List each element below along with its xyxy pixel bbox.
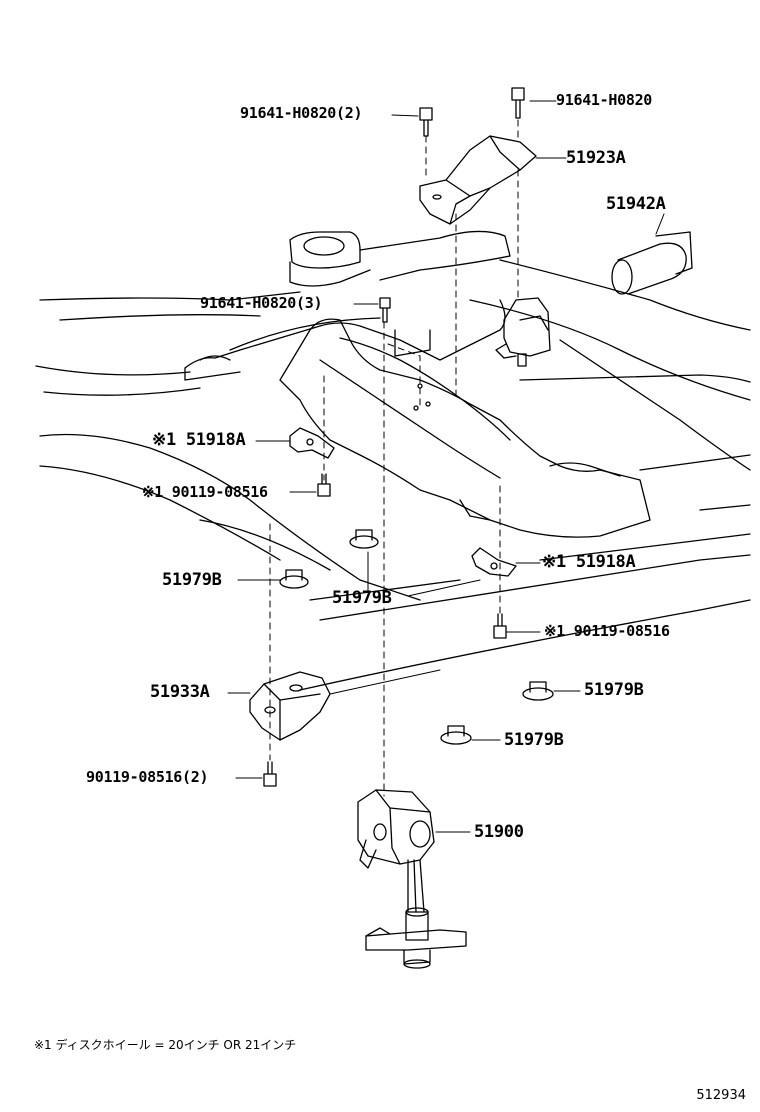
footnote: ※1 ディスクホイール = 20インチ OR 21インチ — [34, 1038, 297, 1052]
part-label-91641-h0820-2: 91641-H0820(2) — [240, 104, 363, 122]
part-label-90119-08516-right: ※1 90119-08516 — [544, 622, 670, 640]
part-label-91641-h0820-top: 91641-H0820 — [556, 91, 653, 109]
part-label-51900: 51900 — [474, 822, 524, 842]
figure-code: 512934 — [696, 1088, 746, 1103]
bracket-51923a — [419, 135, 537, 225]
part-label-51918a-left: ※1 51918A — [152, 430, 246, 450]
grommet-51979b-a — [279, 569, 309, 589]
part-label-51923a: 51923A — [566, 148, 626, 168]
part-label-51979b-a: 51979B — [162, 570, 222, 590]
mount-51933a — [249, 671, 331, 741]
part-label-90119-08516-2: 90119-08516(2) — [86, 768, 209, 786]
part-label-51979b-b: 51979B — [332, 588, 392, 608]
part-label-91641-h0820-3: 91641-H0820(3) — [200, 294, 323, 312]
bracket-51918a-right — [471, 547, 517, 577]
part-label-51933a: 51933A — [150, 682, 210, 702]
grommet-51979b-c — [522, 681, 554, 701]
hanger-bracket-right — [495, 297, 551, 359]
spare-tire-carrier-51900 — [357, 789, 467, 969]
part-label-51979b-d: 51979B — [504, 730, 564, 750]
part-label-90119-08516-left: ※1 90119-08516 — [142, 483, 268, 501]
pipe-51942a — [611, 231, 693, 295]
crossmember — [184, 230, 651, 538]
assembly-dashed-lines — [269, 119, 519, 797]
vehicle-frame-outline — [35, 259, 751, 691]
part-label-51918a-right: ※1 51918A — [542, 552, 636, 572]
grommet-51979b-d — [440, 725, 472, 745]
grommet-51979b-b — [349, 529, 379, 549]
part-label-51942a: 51942A — [606, 194, 666, 214]
leader-lines — [227, 100, 665, 833]
bolt-icons — [263, 87, 527, 787]
bracket-51918a-left — [289, 427, 335, 459]
part-label-51979b-c: 51979B — [584, 680, 644, 700]
